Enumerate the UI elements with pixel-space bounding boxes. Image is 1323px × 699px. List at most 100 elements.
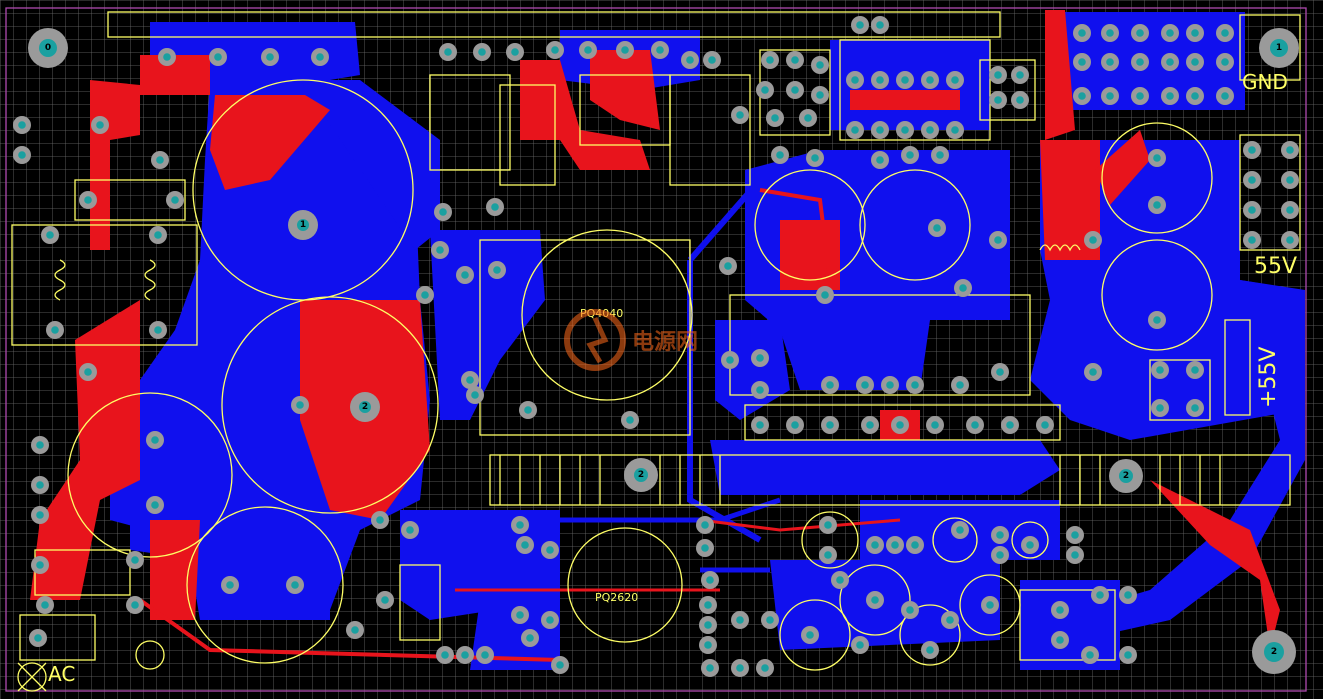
pad-drill-hole [526,634,534,642]
pad-drill-hole [1136,92,1144,100]
pad-drill-hole [1221,29,1229,37]
pad-drill-hole [791,421,799,429]
pad-drill-hole [471,391,479,399]
pad-drill-hole [1191,29,1199,37]
pad-drill-hole [171,196,179,204]
pad-drill-hole [214,53,222,61]
pad-drill-hole [856,641,864,649]
pad-drill-hole [824,521,832,529]
pad-drill-hole [926,126,934,134]
pad-drill-hole [1078,92,1086,100]
pad-drill-hole [1286,176,1294,184]
pad-drill-hole [461,651,469,659]
pad-drill-hole [51,326,59,334]
pad-drill-hole [704,601,712,609]
pad-drill-hole [444,48,452,56]
pad-drill-hole [163,53,171,61]
pad-drill-hole [466,376,474,384]
pad-drill-hole [701,521,709,529]
pad-drill-hole [154,231,162,239]
pad-drill-hole [1191,58,1199,66]
pad-drill-hole [886,381,894,389]
pad-number: 1 [1276,43,1282,53]
mount-hole-bottom-right: 2 [1252,630,1296,674]
pad-drill-hole [1156,366,1164,374]
pad-drill-hole [901,76,909,84]
heatsink-pad-left: 2 [624,458,658,492]
pad-drill-hole [736,616,744,624]
pad-drill-hole [421,291,429,299]
pad-drill-hole [151,501,159,509]
pad-drill-hole [994,96,1002,104]
pad-drill-hole [776,151,784,159]
silkscreen-layer [5,7,1307,692]
pad-drill-hole [1016,96,1024,104]
pad-drill-hole [1248,236,1256,244]
pad-drill-hole [1191,366,1199,374]
pad-drill-hole [1071,551,1079,559]
pad-drill-hole [936,151,944,159]
pad-drill-hole [84,368,92,376]
pad-drill-hole [1124,651,1132,659]
pad-drill-hole [36,561,44,569]
pad-drill-hole [156,156,164,164]
pad-drill-hole [761,86,769,94]
pad-drill-hole [911,541,919,549]
pad-group [13,16,1299,677]
pad-drill-hole [861,381,869,389]
pad-drill-hole [826,421,834,429]
pad-drill-hole [826,381,834,389]
pad-drill-hole [1096,591,1104,599]
pad-drill-hole [1056,606,1064,614]
pad-drill-hole [704,641,712,649]
pad-drill-hole [1106,58,1114,66]
pad-drill-hole [761,664,769,672]
pad-drill-hole [493,266,501,274]
pad-number: 2 [1123,471,1129,481]
pad-drill-hole [1016,71,1024,79]
pad-drill-hole [584,46,592,54]
pad-drill-hole [1056,636,1064,644]
pad-drill-hole [1078,29,1086,37]
pad-drill-hole [656,46,664,54]
pad-drill-hole [626,416,634,424]
pad-drill-hole [296,401,304,409]
heatsink-pad-right: 2 [1109,459,1143,493]
pad-drill-hole [971,421,979,429]
pad-drill-hole [556,661,564,669]
pad-drill-hole [701,544,709,552]
pad-drill-hole [771,114,779,122]
pad-drill-hole [996,368,1004,376]
pad-drill-hole [1089,236,1097,244]
pad-drill-hole [856,21,864,29]
pad-drill-hole [901,126,909,134]
pad-drill-hole [926,646,934,654]
pad-drill-hole [906,606,914,614]
pad-drill-hole [756,354,764,362]
pad-drill-hole [994,71,1002,79]
pad-number: 0 [45,43,51,53]
pad-drill-hole [931,421,939,429]
pad-drill-hole [1136,58,1144,66]
pad-drill-hole [933,224,941,232]
pad-drill-hole [511,48,519,56]
pad-drill-hole [1286,236,1294,244]
pad-drill-hole [621,46,629,54]
pad-drill-hole [946,616,954,624]
pad-drill-hole [708,56,716,64]
pad-drill-hole [546,616,554,624]
pad-drill-hole [1221,92,1229,100]
pad-drill-hole [816,91,824,99]
pad-drill-hole [154,326,162,334]
pad-drill-hole [516,521,524,529]
pad-drill-hole [756,421,764,429]
pad-drill-hole [851,126,859,134]
pad-drill-hole [1078,58,1086,66]
pad-drill-hole [436,246,444,254]
pad-drill-hole [996,551,1004,559]
pad-drill-hole [316,53,324,61]
pad-drill-hole [151,436,159,444]
pad-drill-hole [806,631,814,639]
mount-hole-top-left: 0 [28,28,68,68]
pad-drill-hole [704,621,712,629]
